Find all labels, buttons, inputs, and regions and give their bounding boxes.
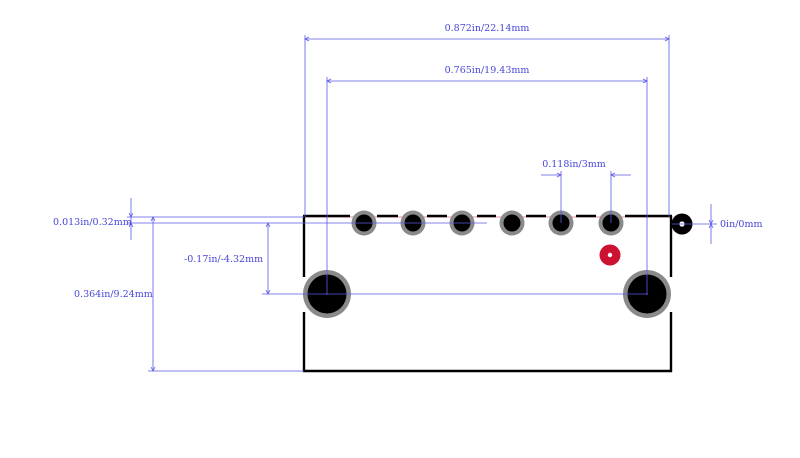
mount-pitch-label: 0.765in/19.43mm bbox=[445, 65, 530, 76]
dimension-overall-width: 0.872in/22.14mm bbox=[304, 23, 670, 217]
pin-pitch-label: 0.118in/3mm bbox=[542, 159, 606, 170]
pin1-marker bbox=[599, 244, 621, 266]
dimension-mount-pitch: 0.765in/19.43mm bbox=[326, 65, 648, 295]
body-outline bbox=[302, 214, 673, 373]
dimension-body-depth: 0.364in/9.24mm bbox=[74, 216, 304, 372]
dimension-top-offset: 0.013in/0.32mm bbox=[53, 198, 304, 240]
overall-width-label: 0.872in/22.14mm bbox=[445, 23, 530, 34]
mount-offset-label: -0.17in/-4.32mm bbox=[184, 254, 263, 265]
dimension-pin-pitch: 0.118in/3mm bbox=[541, 159, 631, 223]
pad-4 bbox=[499, 210, 525, 236]
dimension-origin: 0in/0mm bbox=[672, 204, 762, 244]
origin-label: 0in/0mm bbox=[720, 219, 762, 230]
top-offset-label: 0.013in/0.32mm bbox=[53, 217, 132, 228]
body-depth-label: 0.364in/9.24mm bbox=[74, 289, 153, 300]
dimension-mount-offset: -0.17in/-4.32mm bbox=[184, 222, 271, 295]
